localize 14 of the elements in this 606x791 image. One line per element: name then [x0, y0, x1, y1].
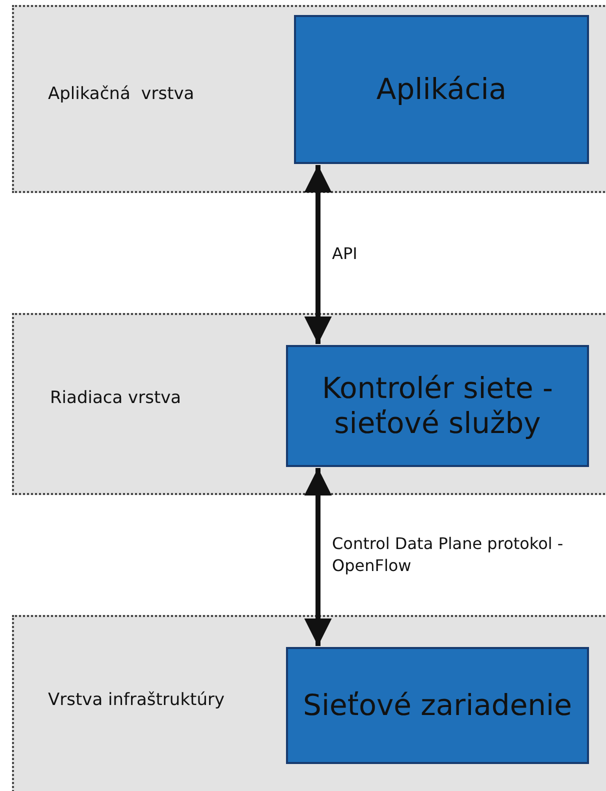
box-title: Sieťové zariadenie	[303, 688, 572, 723]
layer-band	[12, 5, 606, 193]
box-title: Aplikácia	[376, 72, 507, 107]
process-box	[286, 647, 589, 764]
box-title: Kontrolér siete - sieťové služby	[320, 371, 554, 441]
layer-label: Riadiaca vrstva	[50, 388, 182, 408]
layer-label: Vrstva infraštruktúry	[48, 690, 225, 710]
layer-label: Aplikačná vrstva	[48, 84, 194, 104]
double-arrow	[304, 468, 332, 646]
process-box	[286, 345, 589, 467]
double-arrow	[304, 165, 332, 344]
layer-band	[12, 313, 606, 495]
layer-band	[12, 615, 606, 791]
process-box	[294, 15, 589, 164]
